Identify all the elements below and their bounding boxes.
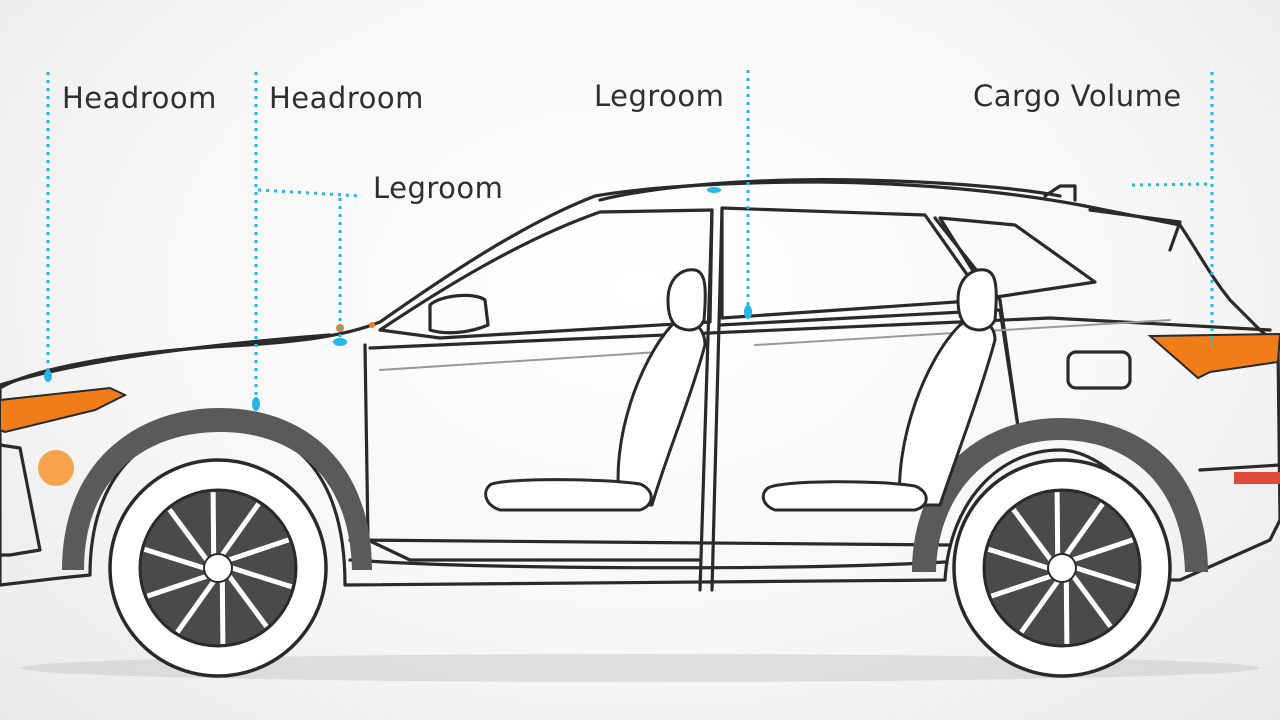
wheel-spoke	[219, 581, 226, 644]
wheel-spoke	[143, 546, 205, 571]
wheel-spoke	[220, 502, 261, 557]
belt-line	[368, 316, 1272, 350]
front-door-line	[363, 343, 702, 562]
leader-legroom-front	[257, 188, 363, 198]
seats	[484, 268, 998, 512]
side-mirror	[428, 293, 490, 335]
leader-end-markers	[44, 187, 752, 411]
rear-headrest	[956, 268, 998, 332]
wheel-spoke	[231, 565, 293, 590]
taillight	[1147, 332, 1280, 380]
fog-light	[38, 450, 74, 486]
wheel-cladding	[62, 408, 1208, 572]
legroom-front-label: Legroom	[373, 171, 504, 205]
wheel-spoke	[175, 579, 216, 634]
side-sill-2	[348, 558, 947, 570]
front-headrest	[666, 268, 707, 332]
wheel-spoke	[987, 546, 1049, 571]
leader-cargo-horizontal	[1131, 182, 1213, 187]
wheel-spoke	[146, 573, 208, 599]
wheel-spoke	[1054, 492, 1061, 555]
front-wheel	[108, 458, 328, 678]
wheel-spoke	[227, 574, 269, 628]
wheel-spoke	[210, 492, 217, 555]
headlight	[0, 386, 128, 434]
leader-lines	[46, 70, 1214, 404]
rear-bumper	[1198, 463, 1280, 472]
wheel-spoke	[1064, 502, 1105, 557]
wheel-spoke	[1019, 579, 1060, 634]
rear-seat-back	[897, 318, 997, 507]
headroom-front-label: Headroom	[62, 81, 217, 115]
lights	[0, 322, 1280, 486]
ground-shadow	[20, 654, 1260, 682]
wheel-spoke	[1071, 574, 1113, 628]
front-seat-back	[616, 319, 707, 507]
wheel-spoke	[1011, 508, 1053, 562]
front-bumper	[0, 443, 42, 557]
front-window	[378, 208, 714, 340]
wheel-spoke	[167, 508, 209, 562]
wheel-spoke	[1072, 537, 1134, 563]
side-crease	[379, 349, 691, 371]
rear-reflector	[1234, 472, 1280, 484]
headroom-rear-label: Headroom	[269, 81, 424, 115]
b-pillar-2	[710, 208, 724, 592]
roof-rail	[598, 178, 1062, 202]
rear-spoiler	[1088, 208, 1182, 252]
cargo-volume-label: Cargo Volume	[973, 79, 1182, 113]
rear-door-line	[718, 308, 1022, 442]
b-pillar	[698, 208, 714, 592]
wheel-spoke	[990, 573, 1052, 599]
wheel-spoke	[228, 537, 290, 563]
roof-spoiler	[1043, 184, 1077, 202]
wheel-spoke	[1075, 565, 1137, 590]
rear-wheel	[952, 458, 1172, 678]
front-seat-cushion	[484, 478, 653, 512]
rear-seat-cushion	[761, 480, 928, 512]
legroom-rear-label: Legroom	[594, 79, 725, 113]
fuel-door	[1066, 350, 1132, 390]
wheel-spoke	[1063, 581, 1070, 644]
side-sill	[348, 538, 952, 547]
hood-marker-2	[369, 322, 375, 328]
hood-line	[0, 333, 332, 387]
